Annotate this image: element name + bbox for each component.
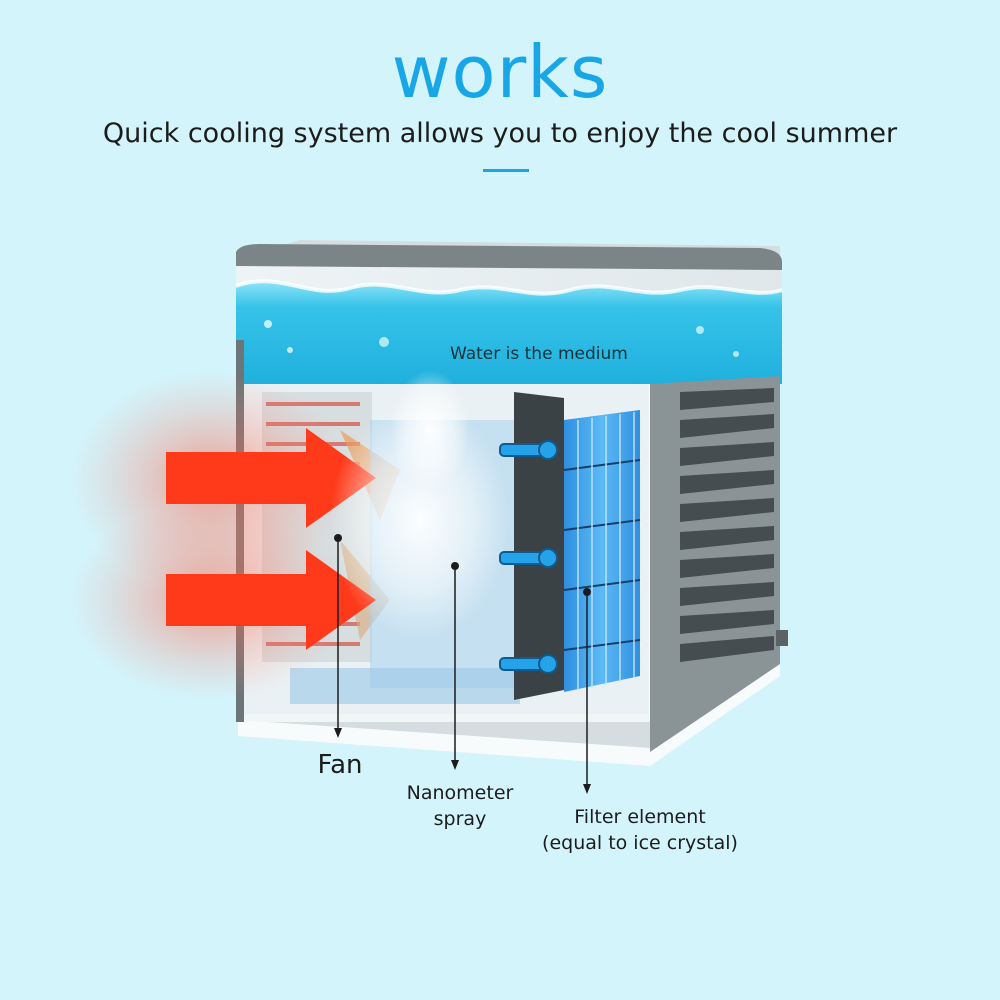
page-subtitle: Quick cooling system allows you to enjoy… (102, 118, 898, 149)
nanometer-spray-line2: spray (433, 808, 487, 830)
fan-label: Fan (317, 750, 363, 780)
title-divider (483, 169, 529, 172)
hot-air-arrow-lower (166, 550, 376, 650)
filter-element-line1: Filter element (574, 806, 706, 828)
water-medium-label: Water is the medium (450, 344, 628, 364)
hot-air-arrows (70, 370, 376, 700)
nanometer-spray-line1: Nanometer (406, 782, 514, 804)
water-tray (290, 668, 520, 704)
air-outlet-grill (650, 376, 788, 752)
callout-lines (334, 534, 591, 794)
water-tank (235, 279, 783, 384)
page-title: works (391, 30, 609, 114)
hot-air-arrow-upper (166, 428, 376, 528)
filter-element-label: Filter element (equal to ice crystal) (535, 804, 745, 856)
nanometer-spray-label: Nanometer spray (385, 780, 535, 832)
spray-mist (330, 370, 510, 640)
filter-element (499, 392, 641, 700)
filter-element-line2: (equal to ice crystal) (542, 832, 738, 854)
